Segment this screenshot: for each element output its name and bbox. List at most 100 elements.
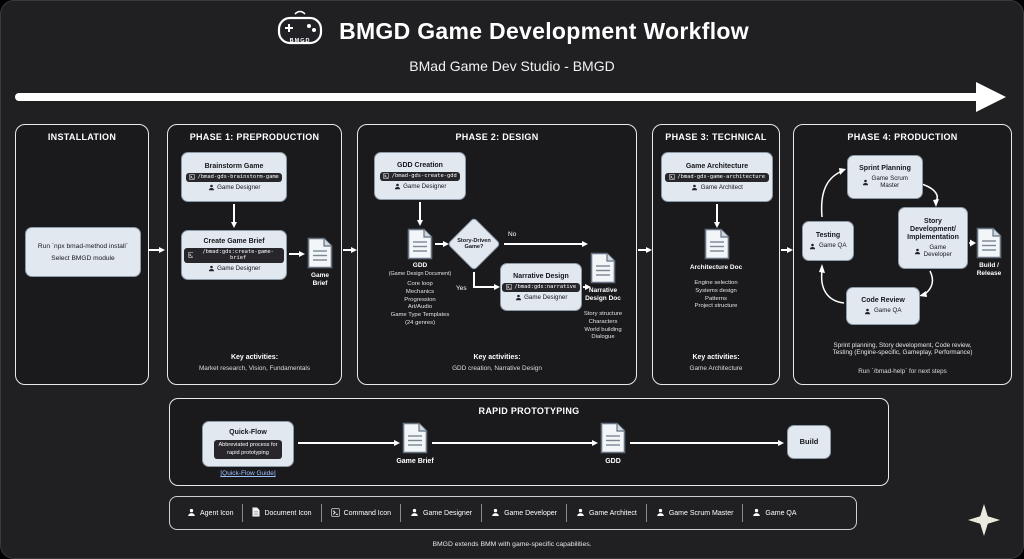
flow-arrow-yes <box>473 283 500 290</box>
command-text: /bmad-gds-create-gdd <box>391 173 457 180</box>
flow-arrow-no <box>504 240 588 247</box>
game-brief-doc-label: Game Brief <box>310 272 330 287</box>
legend-item-game-designer: Game Designer <box>401 508 481 519</box>
footer-note: BMGD extends BMM with game-specific capa… <box>432 541 592 548</box>
architecture-title: Game Architecture <box>685 162 749 170</box>
phase1-key-activities-text: Market research, Vision, Fundamentals <box>198 365 311 372</box>
command-text: /bmad:gds:narrative <box>514 284 577 291</box>
rapid-gdd-label: GDD <box>605 458 621 465</box>
header: BMGD BMGD Game Development Workflow <box>1 9 1023 53</box>
legend-label: Game Scrum Master <box>668 509 734 517</box>
panel-phase1: PHASE 1: PREPRODUCTION Brainstorm Game /… <box>167 124 342 385</box>
legend-item-agent: Agent Icon <box>178 508 242 519</box>
build-release-doc-icon <box>976 227 1002 259</box>
panel-phase4: PHASE 4: PRODUCTION Sprint Planning Game… <box>793 124 1012 385</box>
architecture-agent: Game Architect <box>691 184 743 191</box>
panel-installation-title: INSTALLATION <box>47 132 117 142</box>
agent-name: Game Designer <box>217 183 261 191</box>
command-text: /bmad-gds-brainstorm-game <box>197 174 279 181</box>
legend-item-game-architect: Game Architect <box>567 508 646 519</box>
code-review-box: Code Review Game QA <box>846 287 920 325</box>
legend-divider <box>320 504 322 522</box>
flow-arrow <box>298 439 400 446</box>
legend: Agent Icon Document Icon Command Icon Ga… <box>169 496 857 530</box>
decision-no-label: No <box>508 231 517 238</box>
game-designer-icon <box>410 508 419 519</box>
gdd-creation-box: GDD Creation /bmad-gds-create-gdd Game D… <box>374 152 466 200</box>
create-brief-command: /bmad:gds:create-game-brief <box>184 247 284 263</box>
main-flow-arrowhead <box>976 82 1006 112</box>
story-agent: Game Developer <box>914 244 952 258</box>
brainstorm-game-box: Brainstorm Game /bmad-gds-brainstorm-gam… <box>181 152 287 202</box>
legend-divider <box>400 504 402 522</box>
legend-divider <box>481 504 483 522</box>
legend-item-command: Command Icon <box>322 507 400 519</box>
flow-arrow <box>343 246 357 253</box>
narrative-command: /bmad:gds:narrative <box>502 282 580 292</box>
command-icon <box>668 174 675 181</box>
agent-name: Game Developer <box>923 243 952 259</box>
sparkle-icon <box>965 501 1003 544</box>
flow-arrow <box>289 250 305 257</box>
page-title: BMGD Game Development Workflow <box>339 17 749 44</box>
legend-label: Game Developer <box>504 509 557 517</box>
story-development-box: Story Development/ Implementation Game D… <box>898 207 968 269</box>
architecture-doc-label: Architecture Doc <box>689 264 743 271</box>
panel-phase2: PHASE 2: DESIGN GDD Creation /bmad-gds-c… <box>357 124 637 385</box>
legend-divider <box>242 504 244 522</box>
command-text: /bmad:gds:create-game-brief <box>202 249 274 262</box>
build-release-label: Build / Release <box>976 262 1002 277</box>
legend-divider <box>742 504 744 522</box>
create-game-brief-box: Create Game Brief /bmad:gds:create-game-… <box>181 230 287 280</box>
agent-name: Game Scrum Master <box>871 174 908 190</box>
rapid-game-brief-doc-icon <box>402 422 428 454</box>
agent-icon <box>208 184 214 191</box>
legend-item-game-scrum-master: Game Scrum Master <box>647 508 743 519</box>
legend-label: Command Icon <box>343 509 392 517</box>
bmgd-logo: BMGD <box>275 9 325 53</box>
testing-box: Testing Game QA <box>802 221 854 261</box>
document-icon <box>252 507 261 519</box>
game-brief-doc-icon <box>307 237 333 269</box>
sprint-title: Sprint Planning <box>859 164 911 172</box>
command-text: /bmad-gds-game-architecture <box>677 174 766 181</box>
command-icon <box>383 173 390 180</box>
brainstorm-title: Brainstorm Game <box>204 162 264 170</box>
gdd-creation-command: /bmad-gds-create-gdd <box>379 171 461 181</box>
gdd-doc-icon <box>407 228 433 260</box>
narrative-doc-icon <box>590 252 616 284</box>
architecture-command: /bmad-gds-game-architecture <box>665 172 769 182</box>
install-line-2: Select BMGD module <box>51 254 115 262</box>
page-subtitle: BMad Game Dev Studio - BMGD <box>409 58 615 74</box>
game-scrum-master-icon <box>656 508 665 519</box>
phase1-key-activities-label: Key activities: <box>230 354 279 361</box>
agent-icon <box>915 248 921 254</box>
flow-arrow <box>638 246 652 253</box>
gdd-creation-agent: Game Designer <box>394 183 446 190</box>
create-brief-agent: Game Designer <box>208 265 260 272</box>
quick-flow-guide-link[interactable]: [Quick-Flow Guide] <box>220 470 276 477</box>
rapid-build-box: Build <box>787 425 831 459</box>
panel-phase2-title: PHASE 2: DESIGN <box>455 132 539 142</box>
agent-name: Game Architect <box>700 183 743 191</box>
game-architect-icon <box>576 508 585 519</box>
panel-phase4-title: PHASE 4: PRODUCTION <box>847 132 958 142</box>
review-agent: Game QA <box>864 307 902 314</box>
story-title: Story Development/ Implementation <box>907 217 959 241</box>
agent-icon <box>208 265 214 272</box>
decision-yes-label: Yes <box>456 285 467 292</box>
phase3-key-activities-label: Key activities: <box>692 354 740 361</box>
architecture-doc-icon <box>704 228 730 260</box>
panel-phase3-title: PHASE 3: TECHNICAL <box>665 132 767 142</box>
narrative-agent: Game Designer <box>515 293 568 301</box>
panel-phase3: PHASE 3: TECHNICAL Game Architecture /bm… <box>652 124 780 385</box>
sprint-planning-box: Sprint Planning Game Scrum Master <box>847 155 923 199</box>
legend-label: Game Designer <box>423 509 473 517</box>
narrative-doc-items: Story structure Characters World buildin… <box>583 311 623 341</box>
agent-icon <box>865 308 871 314</box>
flow-arrow <box>148 246 165 253</box>
command-icon <box>330 507 340 519</box>
agent-name: Game Designer <box>524 293 568 301</box>
architecture-doc-items: Engine selection Systems design Patterns… <box>694 280 738 310</box>
